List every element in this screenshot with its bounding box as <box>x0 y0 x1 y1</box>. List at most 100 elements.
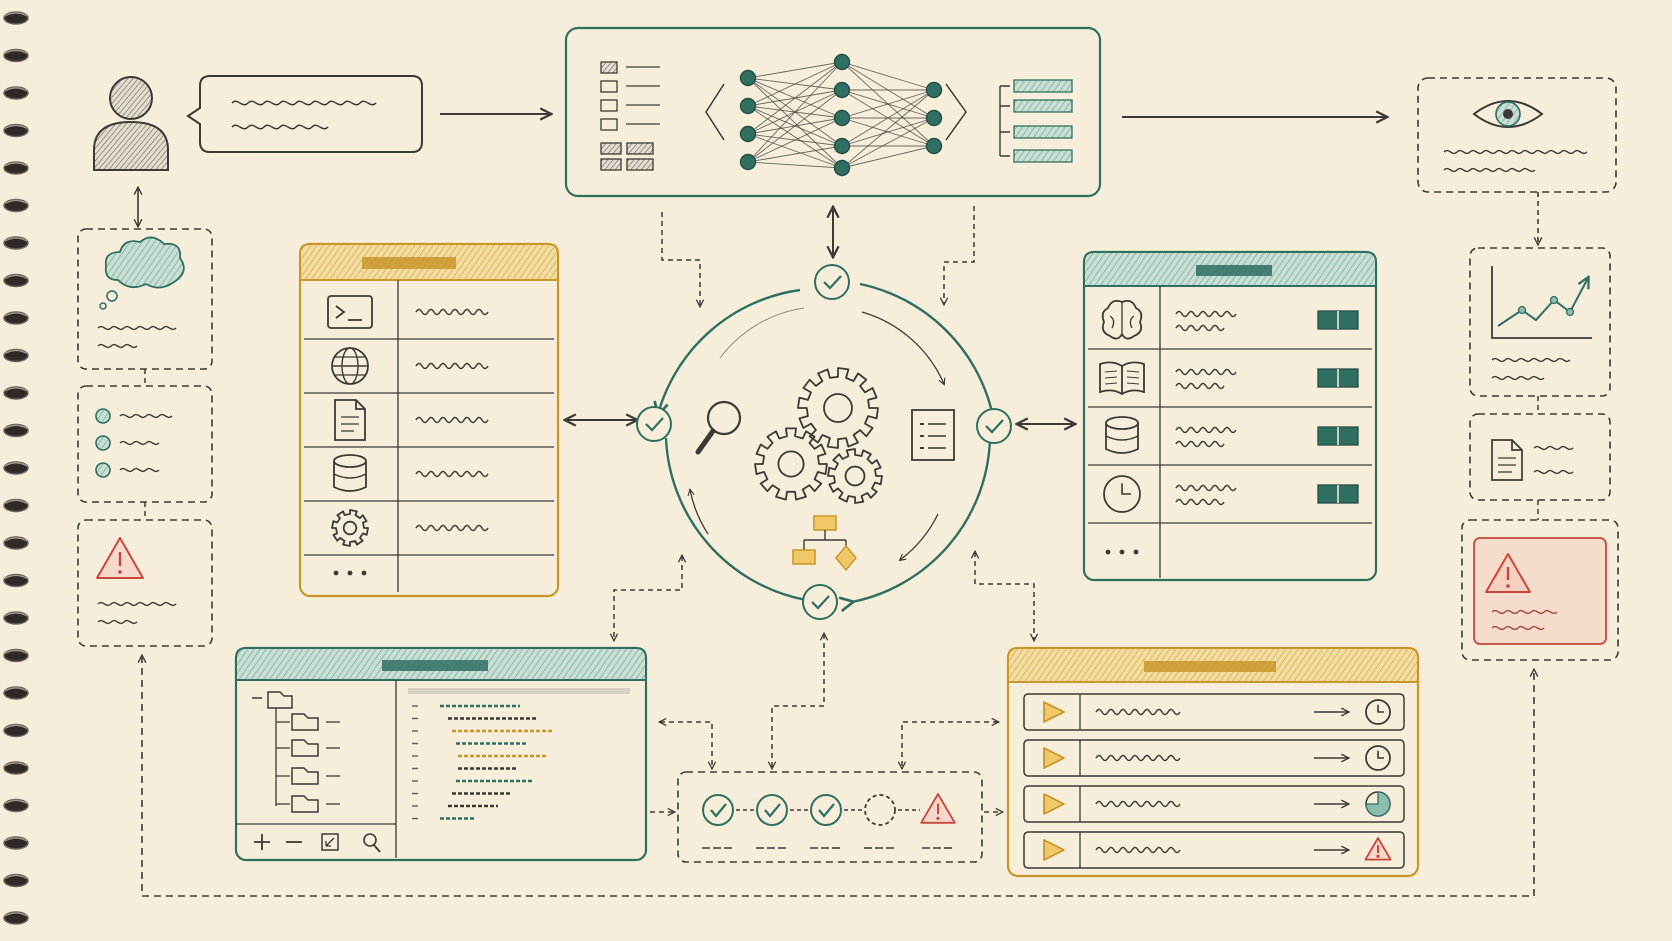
pie-progress-icon <box>1365 791 1391 817</box>
gear-icon <box>331 509 369 547</box>
spiral-ring <box>3 236 29 250</box>
trend-chart-icon <box>1491 266 1592 339</box>
checklist-icon <box>911 409 955 461</box>
user-input-group <box>93 75 550 171</box>
status-block <box>1317 368 1359 388</box>
report-panel <box>1469 413 1611 501</box>
neural-network-icon <box>739 53 943 177</box>
spiral-ring <box>3 386 29 400</box>
network-node <box>739 125 757 143</box>
spiral-ring <box>3 573 29 588</box>
task-row <box>1023 739 1405 777</box>
notebook-spiral-binding <box>3 11 29 925</box>
checklist-icon <box>95 408 173 478</box>
play-icon <box>1043 747 1065 769</box>
metrics-panel <box>1469 247 1611 397</box>
scribble-line <box>1175 440 1225 448</box>
tools-row <box>304 399 554 448</box>
warning-icon <box>920 793 956 824</box>
check-node-left <box>636 406 672 442</box>
more-icon <box>1105 549 1139 555</box>
spiral-ring <box>3 423 29 438</box>
scribble-line <box>1175 426 1237 434</box>
feedback-loop-arrow <box>142 656 1534 897</box>
task-row <box>1023 693 1405 731</box>
memory-row <box>1088 416 1372 466</box>
spiral-ring <box>3 48 29 63</box>
scribble-line <box>1175 368 1237 376</box>
network-node <box>833 53 851 71</box>
error-panel <box>77 519 213 647</box>
spiral-ring <box>3 273 29 288</box>
scribble-line <box>415 362 489 370</box>
network-node <box>739 69 757 87</box>
network-node <box>833 137 851 155</box>
tools-panel <box>298 242 560 598</box>
magnifier-icon <box>695 400 742 455</box>
memory-panel <box>1082 250 1378 582</box>
document-icon <box>334 399 366 441</box>
check-icon <box>810 794 842 826</box>
status-block <box>1317 426 1359 446</box>
thought-cloud-icon <box>99 236 185 310</box>
scribble-line <box>97 343 138 349</box>
warning-icon <box>1364 837 1392 861</box>
network-node <box>833 81 851 99</box>
check-node-bottom <box>802 584 838 620</box>
thought-panel <box>77 228 213 370</box>
brain-icon <box>1101 299 1143 340</box>
globe-icon <box>331 347 369 385</box>
warning-icon <box>1485 553 1531 593</box>
code-lines <box>408 688 630 820</box>
task-row <box>1023 831 1405 869</box>
tools-row <box>304 295 554 340</box>
status-block <box>1317 310 1359 330</box>
task-queue-panel <box>1006 646 1420 878</box>
scribble-line <box>1491 625 1545 631</box>
spiral-ring <box>3 536 29 550</box>
scribble-line <box>97 601 177 607</box>
spiral-ring <box>3 911 29 925</box>
scribble-line <box>1175 324 1225 332</box>
document-icon <box>1491 439 1523 481</box>
scribble-line <box>1095 800 1181 808</box>
scribble-line <box>415 524 489 532</box>
scribble-line <box>231 100 377 106</box>
check-node-right <box>976 408 1012 444</box>
check-icon <box>756 794 788 826</box>
spiral-ring <box>3 798 29 813</box>
network-node <box>925 109 943 127</box>
scribble-line <box>1175 498 1225 506</box>
output-list-icon <box>999 79 1073 163</box>
spiral-ring <box>3 686 29 700</box>
scribble-line <box>1443 167 1536 173</box>
spiral-ring <box>3 498 29 513</box>
spiral-ring <box>3 311 29 325</box>
network-node <box>739 97 757 115</box>
spiral-ring <box>3 723 29 738</box>
scribble-line <box>415 416 489 424</box>
check-icon <box>702 794 734 826</box>
check-node-top <box>814 264 850 300</box>
pending-icon <box>864 794 896 826</box>
network-node <box>925 81 943 99</box>
spiral-ring <box>3 873 29 888</box>
editor-toolbar <box>254 833 381 853</box>
scribble-line <box>1175 484 1237 492</box>
play-icon <box>1043 701 1065 723</box>
scribble-line <box>415 470 489 478</box>
scribble-line <box>1533 445 1574 451</box>
speech-bubble-icon <box>186 75 423 153</box>
model-panel <box>564 26 1102 198</box>
spiral-ring <box>3 836 29 850</box>
flowchart-icon <box>792 515 857 572</box>
scribble-line <box>1175 310 1237 318</box>
tools-row <box>304 509 554 556</box>
scribble-line <box>1533 469 1574 475</box>
clock-icon <box>1103 475 1141 513</box>
scribble-line <box>1095 846 1181 854</box>
clock-icon <box>1365 699 1391 725</box>
book-icon <box>1099 361 1145 396</box>
add-icon <box>254 834 270 850</box>
